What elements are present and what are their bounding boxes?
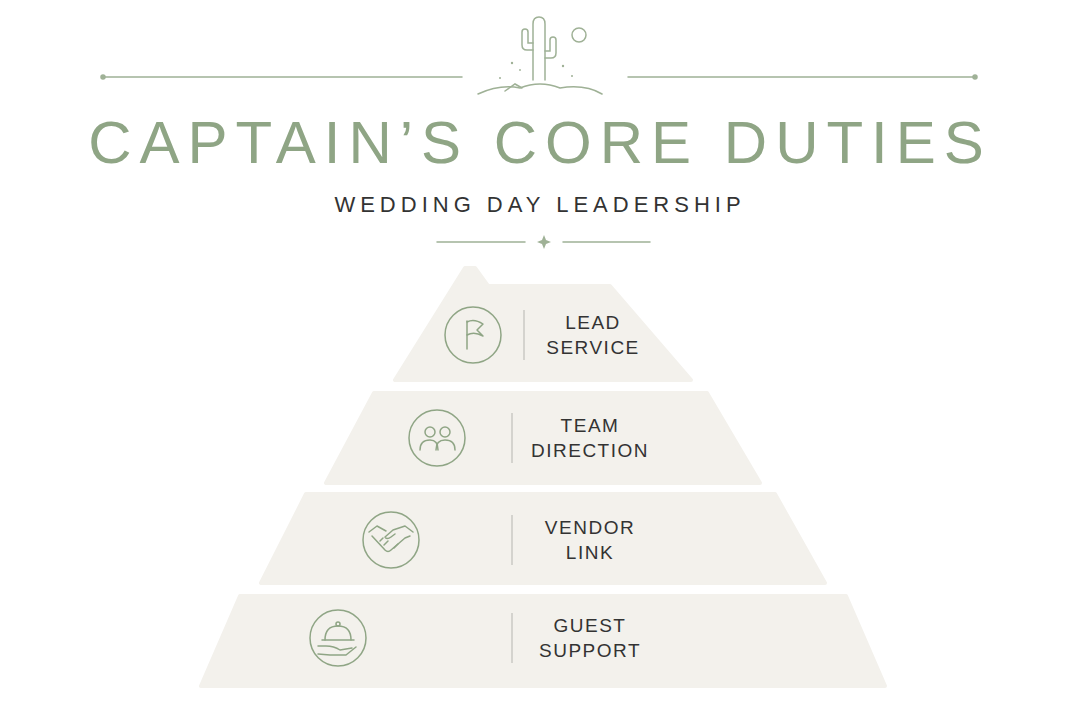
band-icon [363, 512, 419, 568]
diagram-title: CAPTAIN’S CORE DUTIES [0, 108, 1080, 177]
pyramid-band: GUEST SUPPORT [199, 594, 887, 688]
band-icon [445, 307, 501, 363]
band-label: GUEST SUPPORT [539, 613, 641, 663]
pyramid-band: VENDOR LINK [259, 492, 827, 585]
pyramid-band: TEAM DIRECTION [324, 391, 762, 485]
band-icon [409, 410, 465, 466]
band-label: TEAM DIRECTION [531, 413, 649, 463]
band-shape [259, 492, 827, 585]
band-shape [393, 266, 693, 382]
band-icon [310, 610, 366, 666]
pyramid-band: LEAD SERVICE [393, 266, 693, 382]
band-label: VENDOR LINK [545, 515, 635, 565]
subtitle-label: WEDDING DAY LEADERSHIP [0, 192, 1080, 218]
band-label: LEAD SERVICE [546, 310, 640, 360]
band-shape [324, 391, 762, 485]
